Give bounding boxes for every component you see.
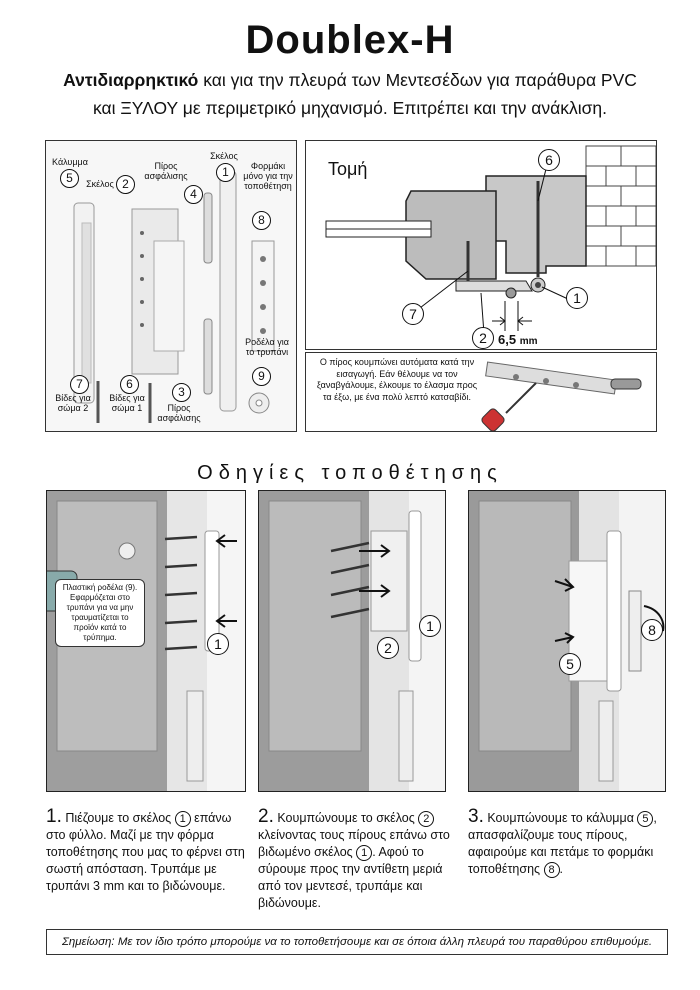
pin-note-panel: Ο πίρος κουμπώνει αυτόματα κατά την εισα… xyxy=(305,352,657,432)
step-3-inline-callout: 5 xyxy=(637,810,654,827)
part-7-label: Βίδες για σώμα 2 xyxy=(55,393,91,413)
step-2-text-rest-b: . Αφού το σύρουμε προς την αντίθετη μερι… xyxy=(258,845,443,910)
part-2-label: Σκέλος xyxy=(86,179,114,189)
dimension-value: 6,5 xyxy=(498,332,517,347)
part-5-label: Κάλυμμα xyxy=(52,157,88,167)
part-9-callout: 9 xyxy=(252,367,271,386)
step-3-text: 3. Κουμπώνουμε το κάλυμμα 5, απασφαλίζου… xyxy=(468,806,664,878)
part-8-callout: 8 xyxy=(252,211,271,230)
step-1-number: 1. xyxy=(46,806,62,827)
part-6-label: Βίδες για σώμα 1 xyxy=(109,393,145,413)
step-2-number: 2. xyxy=(258,806,274,827)
part-3-callout: 3 xyxy=(172,383,191,402)
step-1-photo: Πλαστική ροδέλα (9). Εφαρμόζεται στο τρυ… xyxy=(46,490,246,792)
dimension-unit: mm xyxy=(519,336,538,347)
step-3-callout-8: 8 xyxy=(641,619,663,641)
dimension-label: 6,5 mm xyxy=(498,332,538,347)
section-callout-1: 1 xyxy=(566,287,588,309)
step-2-inline-callout: 2 xyxy=(418,810,435,827)
pin-illustration xyxy=(481,361,642,431)
section-callout-6: 6 xyxy=(538,149,560,171)
part-8-label: Φορμάκι μόνο για την τοποθέτηση xyxy=(243,161,293,191)
instructions-title: Οδηγίες τοποθέτησης xyxy=(197,462,503,484)
step-2-callout-2: 2 xyxy=(377,637,399,659)
step-3-inline-callout-2: 8 xyxy=(543,861,560,878)
step-2-callout-1: 1 xyxy=(419,615,441,637)
section-view-panel: Τομή 6 7 2 1 6,5 mm xyxy=(305,140,657,350)
step-2-text-a: Κουμπώνουμε το σκέλος xyxy=(277,811,419,825)
step-2-inline-callout-2: 1 xyxy=(356,844,373,861)
section-callout-2: 2 xyxy=(472,327,494,349)
part-1-label: Σκέλος xyxy=(210,151,238,161)
part-2-callout: 2 xyxy=(116,175,135,194)
parts-illustration xyxy=(73,170,275,423)
step-1-text: 1. Πιέζουμε το σκέλος 1 επάνω στο φύλλο.… xyxy=(46,806,246,895)
subtitle-bold: Αντιδιαρρηκτικό xyxy=(63,70,199,90)
step-1-text-rest: στο φύλλο. Μαζί με την φόρμα τοποθέτησης… xyxy=(46,828,245,893)
document-title: Doublex-H xyxy=(245,18,455,62)
section-drawing xyxy=(325,145,656,335)
part-5-callout: 5 xyxy=(60,169,79,188)
step-1-tooltip: Πλαστική ροδέλα (9). Εφαρμόζεται στο τρυ… xyxy=(55,579,145,647)
step-3-callout-5: 5 xyxy=(559,653,581,675)
section-callout-7: 7 xyxy=(402,303,424,325)
step-3-number: 3. xyxy=(468,806,484,827)
step-1-text-b: επάνω xyxy=(190,811,232,825)
section-title: Τομή xyxy=(328,159,368,179)
step-2-text: 2. Κουμπώνουμε το σκέλος 2 κλείνοντας το… xyxy=(258,806,458,912)
subtitle-line-2: και ΞΥΛΟΥ με περιμετρικό μηχανισμό. Επιτ… xyxy=(93,98,607,118)
subtitle-line-1: Αντιδιαρρηκτικό και για την πλευρά των Μ… xyxy=(0,70,700,91)
step-1-callout: 1 xyxy=(207,633,229,655)
step-2-photo: 2 1 xyxy=(258,490,446,792)
step-2-drawing xyxy=(259,491,445,791)
step-2-text-rest-a: κλείνοντας τους πίρους επάνω στο βιδωμέν… xyxy=(258,828,450,859)
part-4-callout: 4 xyxy=(184,185,203,204)
step-1-inline-callout: 1 xyxy=(174,810,191,827)
step-3-text-b: , xyxy=(653,811,657,825)
part-3-label: Πίρος ασφάλισης xyxy=(157,403,201,423)
step-3-drawing xyxy=(469,491,665,791)
part-4-label: Πίρος ασφάλισης xyxy=(144,161,188,181)
step-3-text-rest-a: απασφαλίζουμε τους πίρους, αφαιρούμε και… xyxy=(468,828,654,876)
part-7-callout: 7 xyxy=(70,375,89,394)
note-box: Σημείωση: Με τον ίδιο τρόπο μπορούμε να … xyxy=(46,929,668,955)
step-3-text-rest-b: . xyxy=(559,862,563,876)
step-3-photo: 8 5 xyxy=(468,490,666,792)
step-3-text-a: Κουμπώνουμε το κάλυμμα xyxy=(487,811,638,825)
step-1-text-a: Πιέζουμε το σκέλος xyxy=(65,811,175,825)
part-9-label: Ροδέλα για το τρυπάνι xyxy=(245,337,289,357)
parts-panel: Κάλυμμα 5 Σκέλος 2 Πίρος ασφάλισης 4 Σκέ… xyxy=(45,140,297,432)
part-1-callout: 1 xyxy=(216,163,235,182)
pin-note-text: Ο πίρος κουμπώνει αυτόματα κατά την εισα… xyxy=(316,357,478,402)
part-6-callout: 6 xyxy=(120,375,139,394)
subtitle-rest: και για την πλευρά των Μεντεσέδων για πα… xyxy=(198,70,637,90)
